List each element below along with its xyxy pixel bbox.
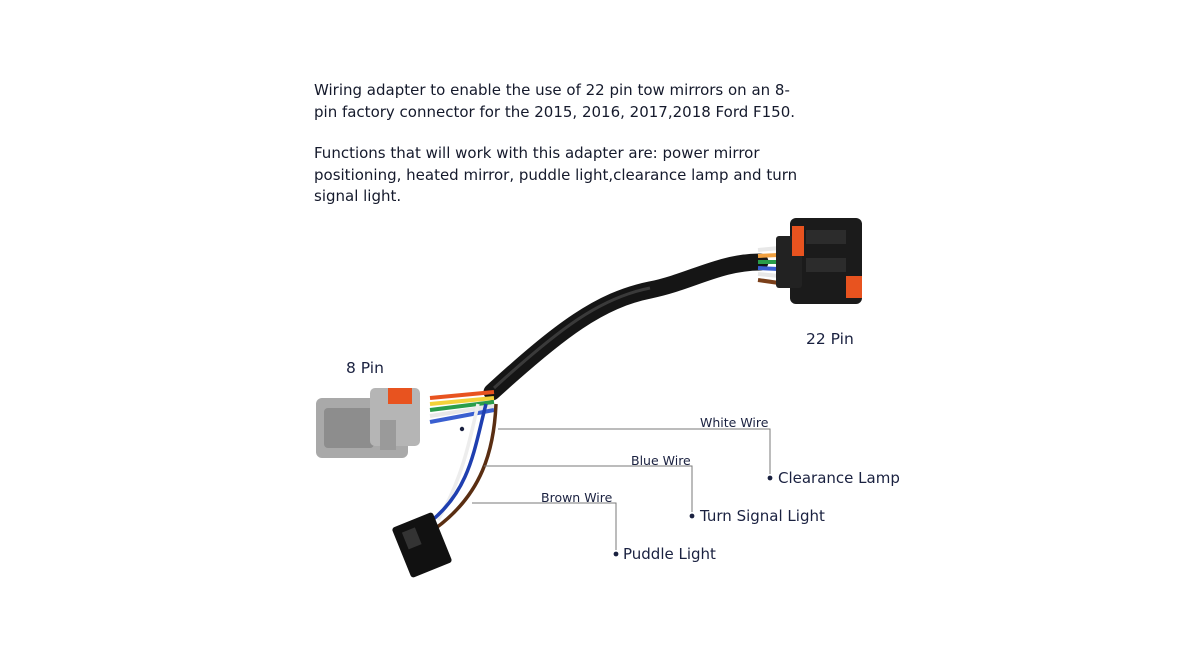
label-22pin: 22 Pin [806, 330, 854, 348]
leader-lines [472, 428, 771, 550]
dot-turn [689, 513, 695, 519]
dot-clearance [767, 475, 773, 481]
connector-22pin [776, 218, 862, 304]
connector-puddle [392, 512, 452, 578]
product-description: Wiring adapter to enable the use of 22 p… [314, 80, 804, 228]
label-blue-wire: Blue Wire [631, 453, 691, 468]
leader-blue [484, 465, 693, 512]
description-line-2: Functions that will work with this adapt… [314, 144, 798, 205]
label-clearance-lamp: Clearance Lamp [778, 469, 900, 487]
product-image-panel [288, 28, 913, 638]
connector-8pin [316, 388, 420, 458]
label-brown-wire: Brown Wire [541, 490, 613, 505]
label-puddle-light: Puddle Light [623, 545, 716, 563]
wire-blue [428, 403, 488, 524]
wire-brown [434, 403, 498, 530]
label-white-wire: White Wire [700, 415, 769, 430]
leader-white [498, 428, 771, 474]
description-line-1: Wiring adapter to enable the use of 22 p… [314, 81, 796, 121]
label-8pin: 8 Pin [346, 359, 384, 377]
label-turn-signal: Turn Signal Light [700, 507, 825, 525]
leader-brown [472, 502, 617, 550]
main-cable [483, 253, 769, 401]
dot-puddle [613, 551, 619, 557]
